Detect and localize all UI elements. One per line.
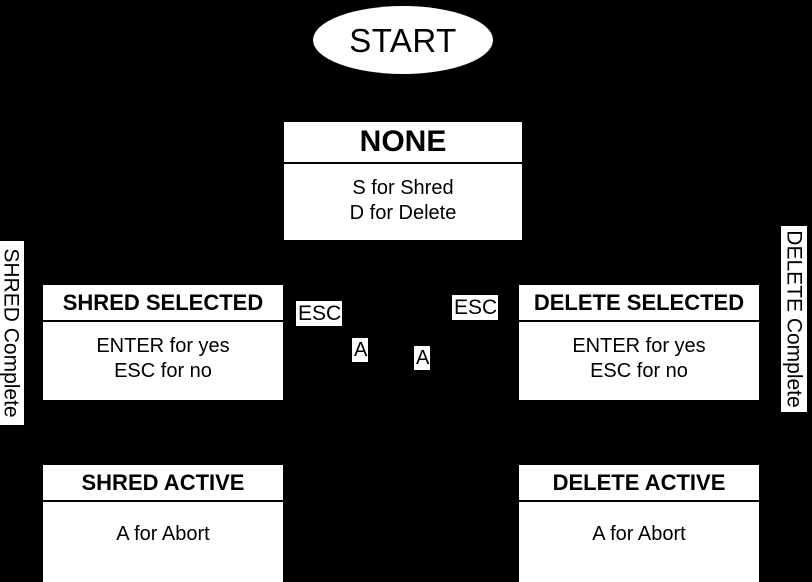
state-delete-selected-title: DELETE SELECTED [519, 285, 759, 322]
state-shred-selected-line-1: ENTER for yes [96, 335, 230, 357]
state-none-body: S for Shred D for Delete [284, 164, 522, 240]
state-delete-selected-body: ENTER for yes ESC for no [519, 322, 759, 400]
edge-label-esc-right: ESC [452, 295, 499, 321]
state-delete-active-line-1: A for Abort [592, 523, 686, 545]
edge-label-abort-right: A [414, 346, 431, 370]
state-shred-active-title: SHRED ACTIVE [43, 465, 283, 502]
state-delete-selected-line-1: ENTER for yes [572, 335, 706, 357]
edge-label-shred-complete-text: SHRED Complete [0, 248, 24, 418]
start-node-label: START [349, 21, 457, 59]
state-node-delete-selected[interactable]: DELETE SELECTED ENTER for yes ESC for no [519, 285, 759, 400]
state-none-title: NONE [284, 122, 522, 164]
state-node-shred-active[interactable]: SHRED ACTIVE A for Abort [43, 465, 283, 582]
state-node-delete-active[interactable]: DELETE ACTIVE A for Abort [519, 465, 759, 582]
state-shred-active-body: A for Abort [43, 502, 283, 582]
state-delete-active-body: A for Abort [519, 502, 759, 582]
state-shred-selected-title: SHRED SELECTED [43, 285, 283, 322]
state-node-shred-selected[interactable]: SHRED SELECTED ENTER for yes ESC for no [43, 285, 283, 400]
start-node[interactable]: START [313, 6, 493, 74]
state-none-line-2: D for Delete [349, 202, 457, 224]
state-delete-active-title: DELETE ACTIVE [519, 465, 759, 502]
state-shred-active-line-1: A for Abort [116, 523, 210, 545]
edge-label-delete-complete-text: DELETE Complete [783, 230, 806, 408]
edge-label-esc-left: ESC [296, 301, 343, 327]
state-none-line-1: S for Shred [352, 177, 454, 199]
state-delete-selected-line-2: ESC for no [590, 360, 688, 382]
edge-label-shred-complete: SHRED Complete [0, 240, 25, 426]
edge-label-delete-complete: DELETE Complete [780, 225, 808, 413]
state-node-none[interactable]: NONE S for Shred D for Delete [284, 122, 522, 240]
state-shred-selected-body: ENTER for yes ESC for no [43, 322, 283, 400]
edge-label-abort-left: A [352, 338, 369, 362]
state-shred-selected-line-2: ESC for no [114, 360, 212, 382]
